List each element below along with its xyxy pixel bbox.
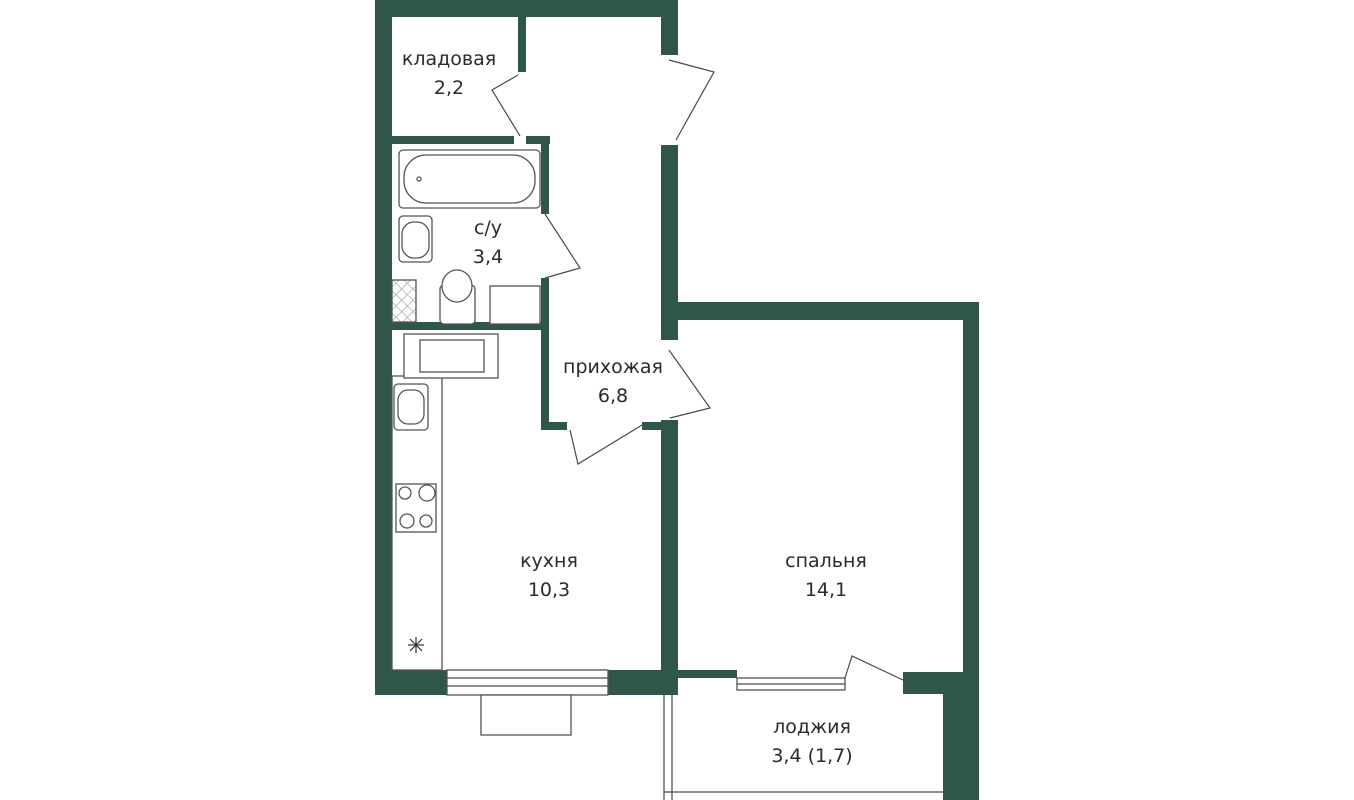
kitchen-name: кухня [520, 550, 578, 572]
storage-area: 2,2 [434, 77, 464, 99]
hallway-name: прихожая [563, 356, 663, 378]
walls [375, 0, 979, 800]
loggia-outline [663, 695, 943, 800]
bathroom-area: 3,4 [473, 246, 503, 268]
storage-name: кладовая [402, 48, 496, 70]
tile-shaft [391, 279, 417, 323]
loggia-name: лоджия [773, 716, 851, 738]
loggia-area: 3,4 (1,7) [771, 745, 852, 767]
windows [446, 669, 846, 736]
room-labels: кладовая 2,2 с/у 3,4 прихожая 6,8 кухня … [402, 48, 867, 767]
hallway-area: 6,8 [598, 385, 628, 407]
washing-machine [489, 285, 541, 325]
doors [491, 59, 904, 681]
bathroom-name: с/у [474, 217, 502, 239]
kitchen-area: 10,3 [528, 579, 570, 601]
bedroom-area: 14,1 [805, 579, 847, 601]
gas-icon [408, 637, 424, 653]
bathroom-fixtures [391, 149, 541, 325]
bedroom-name: спальня [785, 550, 867, 572]
kitchen-fixtures [391, 333, 499, 671]
